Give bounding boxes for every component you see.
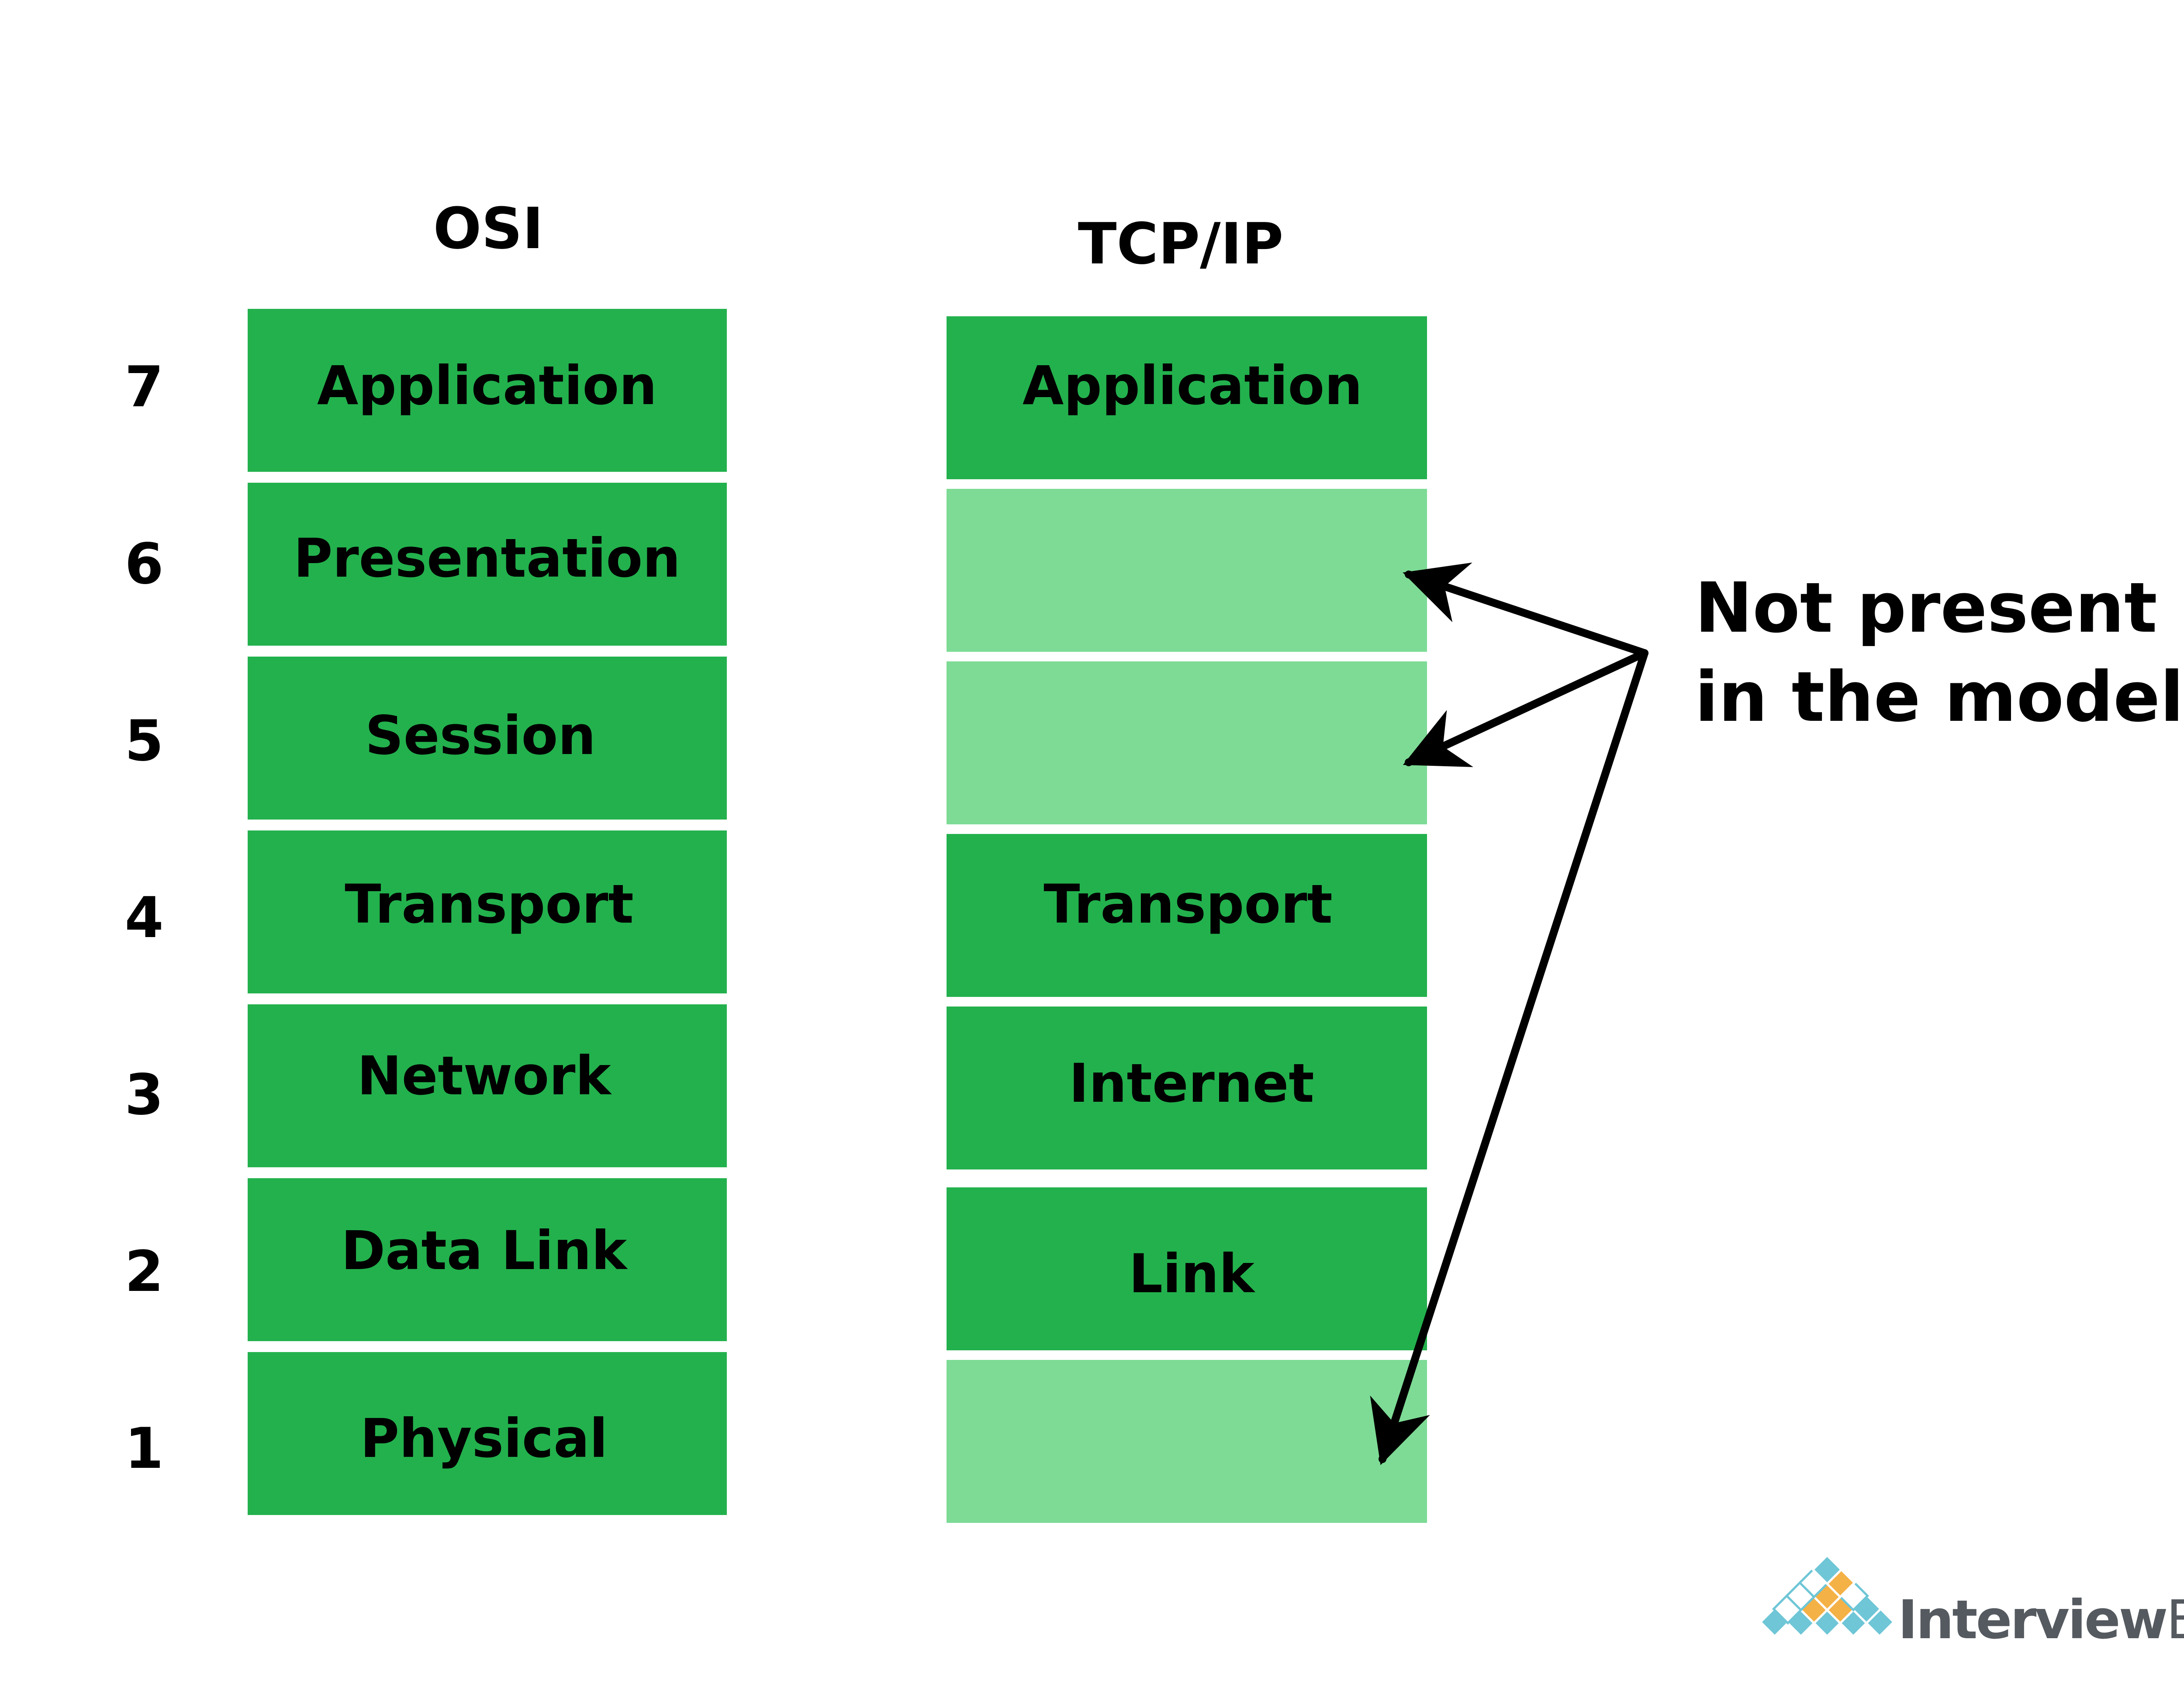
layer-number-1: 1	[124, 1416, 163, 1481]
arrow-to-physical	[1370, 649, 1648, 1465]
interviewbit-logo: InterviewBit	[1759, 1553, 2184, 1651]
tcpip-stack: Application Transport Internet Link	[947, 316, 1427, 1523]
osi-title: OSI	[433, 195, 544, 262]
osi-label-network: Network	[357, 1045, 612, 1107]
tcpip-layer-application	[947, 316, 1427, 479]
osi-layer-data-link	[248, 1178, 727, 1341]
arrow-to-presentation	[1403, 562, 1648, 657]
osi-label-presentation: Presentation	[294, 527, 681, 589]
tcpip-label-transport: Transport	[1044, 873, 1332, 935]
osi-label-transport: Transport	[345, 873, 633, 935]
layer-number-6: 6	[124, 532, 163, 597]
tcpip-layer-absent-session	[947, 661, 1427, 824]
brand-name-part2: Bit	[2166, 1589, 2184, 1651]
tcpip-layer-link	[947, 1187, 1427, 1350]
tcpip-label-link: Link	[1129, 1243, 1255, 1305]
osi-layer-physical	[248, 1352, 727, 1515]
interviewbit-logo-icon	[1759, 1553, 1896, 1638]
tcpip-layer-transport	[947, 834, 1427, 997]
tcpip-label-application: Application	[1023, 355, 1362, 417]
osi-label-physical: Physical	[360, 1408, 608, 1470]
tcpip-layer-absent-presentation	[947, 489, 1427, 652]
osi-label-data-link: Data Link	[341, 1220, 628, 1282]
osi-layer-network	[248, 1004, 727, 1167]
tcpip-layer-absent-physical	[947, 1360, 1427, 1523]
layer-number-2: 2	[124, 1239, 163, 1304]
osi-layer-presentation	[248, 483, 727, 646]
brand-name-part1: Interview	[1898, 1589, 2167, 1651]
osi-stack: Application Presentation Session Transpo…	[248, 309, 727, 1515]
osi-layer-session	[248, 657, 727, 820]
osi-label-application: Application	[317, 355, 657, 417]
layer-number-7: 7	[124, 355, 163, 420]
interviewbit-wordmark: InterviewBit	[1898, 1589, 2184, 1651]
layer-number-4: 4	[124, 886, 163, 951]
arrow-to-session	[1403, 649, 1648, 767]
tcpip-label-internet: Internet	[1069, 1052, 1314, 1114]
layer-number-5: 5	[124, 709, 163, 774]
osi-layer-application	[248, 309, 727, 472]
layer-number-3: 3	[124, 1062, 163, 1128]
tcpip-title: TCP/IP	[1078, 211, 1284, 277]
annotation-arrows	[1370, 562, 1648, 1465]
tcpip-layer-internet	[947, 1007, 1427, 1169]
annotation-line-1: Not present	[1695, 568, 2157, 648]
osi-label-session: Session	[365, 705, 596, 767]
annotation-line-2: in the model	[1695, 657, 2184, 737]
osi-layer-transport	[248, 830, 727, 993]
